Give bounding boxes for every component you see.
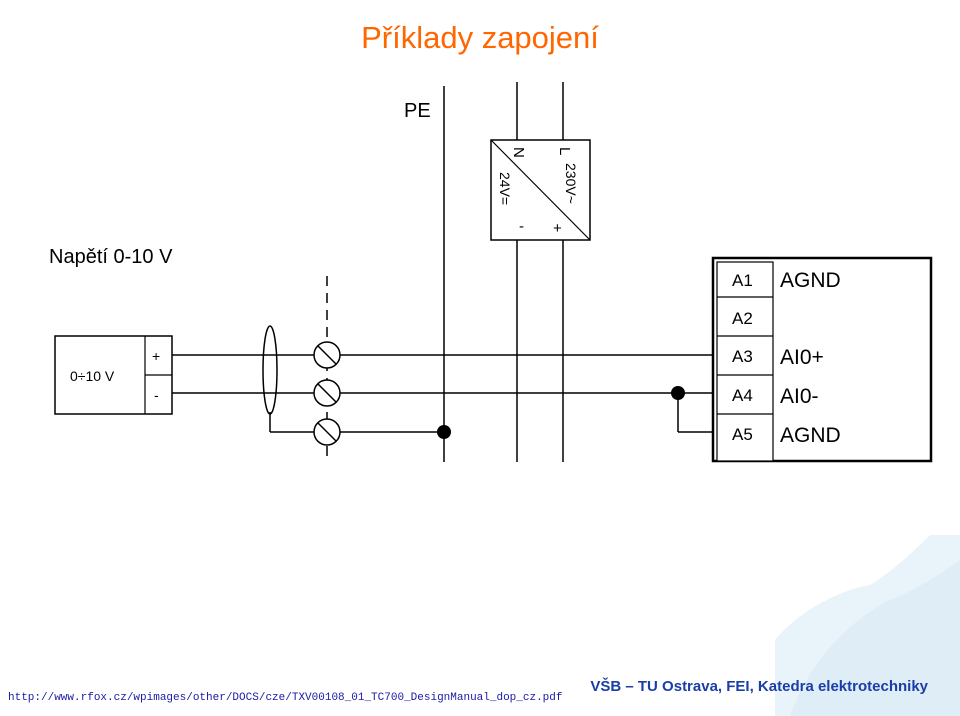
pe-junction-dot xyxy=(437,425,451,439)
supply-out-label: 24V= xyxy=(497,172,513,205)
supply-n-label: N xyxy=(510,147,527,158)
signal-agnd-1: AGND xyxy=(780,269,841,292)
terminal-a2: A2 xyxy=(732,309,753,328)
slide-title: Příklady zapojení xyxy=(361,20,599,55)
sensor-plus-label: + xyxy=(152,348,160,364)
supply-l-label: L xyxy=(556,147,573,155)
hand-watermark-icon xyxy=(775,535,960,716)
terminal-a4: A4 xyxy=(732,386,753,405)
cable-shield-icon xyxy=(262,325,278,415)
terminal-block-icon xyxy=(313,341,341,446)
supply-plus-label: + xyxy=(553,220,562,237)
pe-label: PE xyxy=(404,100,431,122)
diagram-subtitle: Napětí 0-10 V xyxy=(49,246,173,268)
power-supply: N L 24V= 230V~ - + xyxy=(490,139,591,241)
signal-agnd-2: AGND xyxy=(780,424,841,447)
supply-minus-label: - xyxy=(519,218,524,235)
source-url: http://www.rfox.cz/wpimages/other/DOCS/c… xyxy=(8,692,563,704)
sensor-label: 0÷10 V xyxy=(70,368,115,384)
voltage-sensor: 0÷10 V + - xyxy=(54,335,173,415)
terminal-a1: A1 xyxy=(732,271,753,290)
supply-in-label: 230V~ xyxy=(563,163,579,204)
controller-terminals: A1 A2 A3 A4 A5 AGND AI0+ AI0- AGND xyxy=(711,256,933,463)
terminal-a3: A3 xyxy=(732,347,753,366)
sensor-minus-label: - xyxy=(154,387,159,403)
signal-ai0-minus: AI0- xyxy=(780,385,819,408)
signal-ai0-plus: AI0+ xyxy=(780,346,824,369)
footer-institution: VŠB – TU Ostrava, FEI, Katedra elektrote… xyxy=(590,678,928,695)
terminal-a5: A5 xyxy=(732,425,753,444)
